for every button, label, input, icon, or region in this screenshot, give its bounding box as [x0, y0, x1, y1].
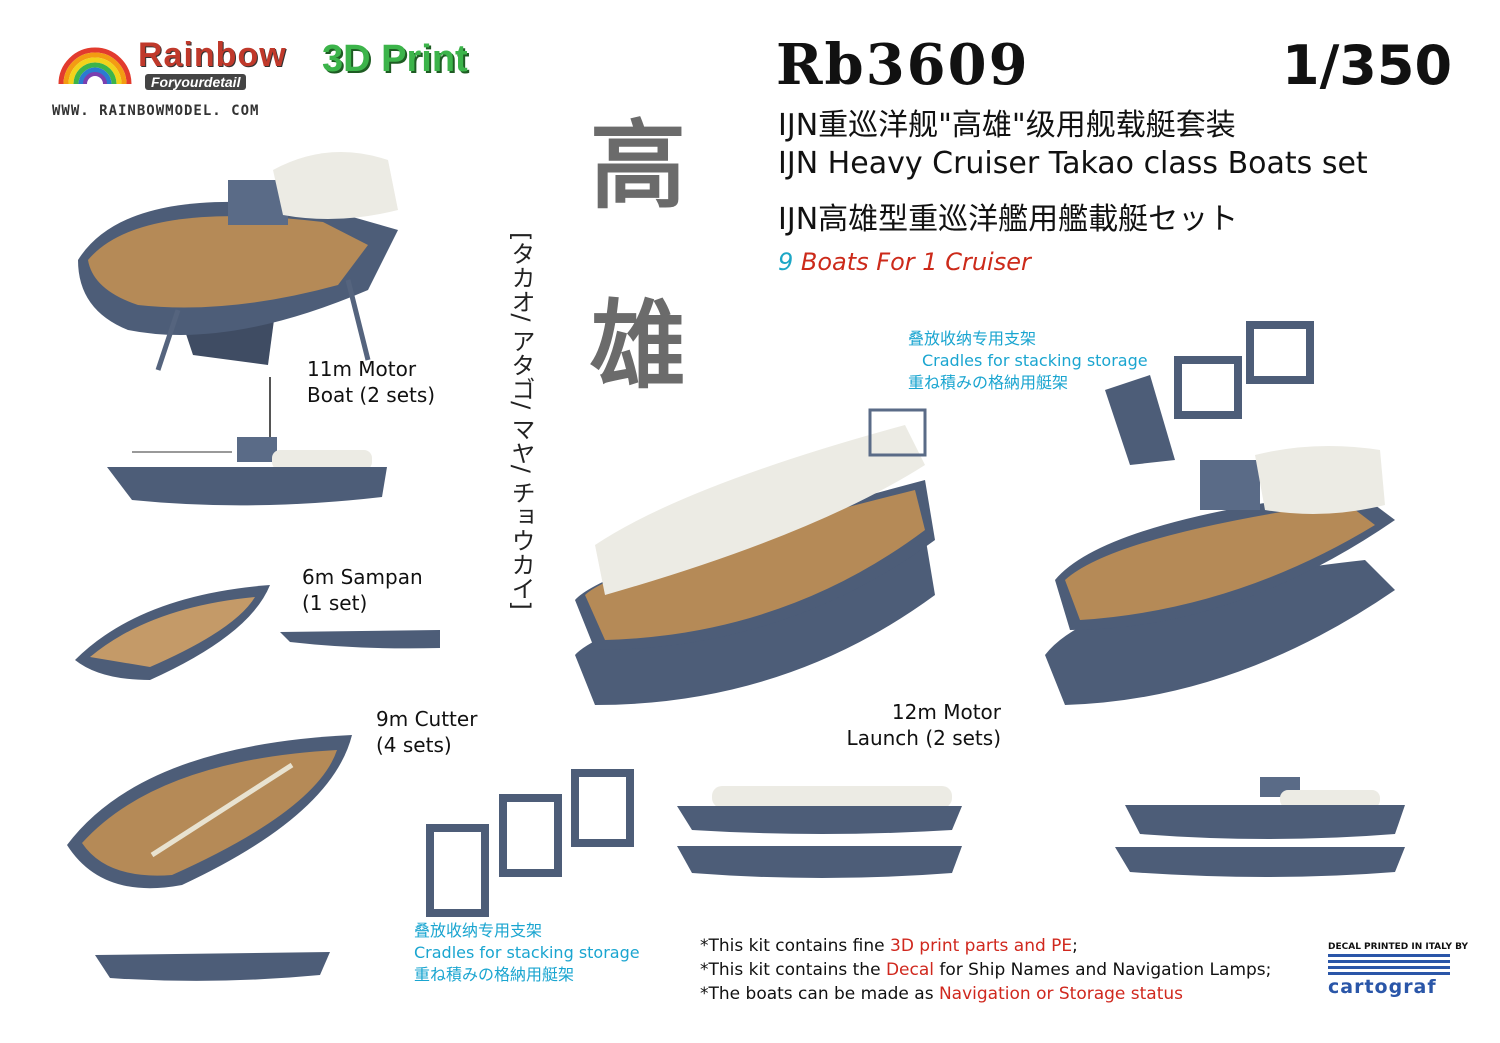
note-3-text: *The boats can be made as — [700, 984, 939, 1004]
decal-printed-text: DECAL PRINTED IN ITALY BY — [1328, 942, 1468, 952]
note-2-text: *This kit contains the — [700, 960, 886, 980]
motor-boat-label-line2: Boat (2 sets) — [307, 383, 436, 407]
sampan-label-line2: (1 set) — [302, 591, 368, 615]
cutter-label: 9m Cutter (4 sets) — [376, 706, 477, 758]
cradles-caption-lower-cn: 叠放收纳专用支架 — [414, 921, 543, 940]
launch-label-line1: 12m Motor — [891, 700, 1001, 724]
cutter-label-line1: 9m Cutter — [376, 707, 478, 731]
cutter-3d-image — [67, 735, 352, 889]
motor-boat-stacked-side-image — [1115, 777, 1405, 877]
motor-boat-side-image — [107, 377, 387, 506]
cartograf-logo-icon — [1328, 954, 1450, 975]
rainbow-logo-icon — [55, 38, 135, 88]
subtitle-text: Boats For 1 Cruiser — [793, 248, 1031, 276]
cradles-caption-upper-jp: 重ね積みの格納用艇架 — [908, 373, 1069, 392]
note-2-highlight: Decal — [885, 960, 934, 980]
note-line-2: *This kit contains the Decal for Ship Na… — [700, 958, 1271, 982]
brand-tagline: Foryourdetail — [145, 74, 247, 90]
kit-notes: *This kit contains fine 3D print parts a… — [700, 934, 1271, 1006]
product-scale: 1/350 — [1282, 34, 1453, 97]
kanji-o: 雄 — [590, 289, 686, 402]
cradles-caption-lower: 叠放收纳专用支架 Cradles for stacking storage 重ね… — [414, 920, 640, 986]
title-chinese: IJN重巡洋舰"高雄"级用舰载艇套装 — [778, 108, 1236, 143]
sampan-side-image — [280, 630, 440, 649]
cradles-caption-upper-cn: 叠放收纳专用支架 — [908, 329, 1037, 348]
sampan-3d-image — [75, 585, 270, 680]
cutter-side-image — [95, 952, 330, 981]
cradles-caption-upper: 叠放收纳专用支架 Cradles for stacking storage 重ね… — [908, 328, 1148, 394]
brand-name: Rainbow — [138, 36, 287, 74]
note-1-tail: ; — [1072, 936, 1078, 956]
cradles-upper-image — [1105, 321, 1314, 465]
motor-boat-3d-image — [78, 152, 398, 371]
title-japanese: IJN高雄型重巡洋艦用艦載艇セット — [778, 202, 1239, 237]
subtitle: 9 Boats For 1 Cruiser — [778, 248, 1031, 276]
motor-boat-label: 11m Motor Boat (2 sets) — [307, 356, 435, 408]
motor-boat-stacked-3d-image — [1045, 446, 1395, 705]
sampan-label-line1: 6m Sampan — [302, 565, 423, 589]
motor-boat-label-line1: 11m Motor — [307, 357, 417, 381]
launch-stacked-3d-image — [575, 408, 935, 705]
cradles-caption-lower-en: Cradles for stacking storage — [414, 943, 640, 962]
note-3-highlight: Navigation or Storage status — [938, 984, 1184, 1004]
product-code: Rb3609 — [776, 32, 1030, 98]
sampan-label: 6m Sampan (1 set) — [302, 564, 423, 616]
cutter-label-line2: (4 sets) — [376, 733, 452, 757]
kanji-taka: 高 — [590, 109, 686, 222]
launch-label: 12m Motor Launch (2 sets) — [829, 699, 1001, 751]
cartograf-brand: cartograf — [1328, 976, 1437, 998]
note-1-text: *This kit contains fine — [700, 936, 890, 956]
3d-print-badge: 3D Print — [322, 38, 468, 80]
note-line-1: *This kit contains fine 3D print parts a… — [700, 934, 1271, 958]
launch-side-image — [677, 786, 962, 878]
ship-names-vertical: [タカオ/ アタゴ/ マヤ/ チョウカイ] — [507, 232, 535, 610]
note-line-3: *The boats can be made as Navigation or … — [700, 982, 1271, 1006]
note-1-highlight: 3D print parts and PE — [890, 936, 1073, 956]
cradles-caption-lower-jp: 重ね積みの格納用艇架 — [414, 965, 575, 984]
launch-label-line2: Launch (2 sets) — [846, 726, 1001, 750]
title-english: IJN Heavy Cruiser Takao class Boats set — [778, 146, 1368, 181]
note-2-tail: for Ship Names and Navigation Lamps; — [934, 960, 1272, 980]
cradles-lower-image — [426, 769, 634, 917]
boat-count: 9 — [778, 248, 794, 276]
cradles-caption-upper-en: Cradles for stacking storage — [922, 351, 1148, 370]
website-link[interactable]: WWW. RAINBOWMODEL. COM — [52, 103, 260, 119]
